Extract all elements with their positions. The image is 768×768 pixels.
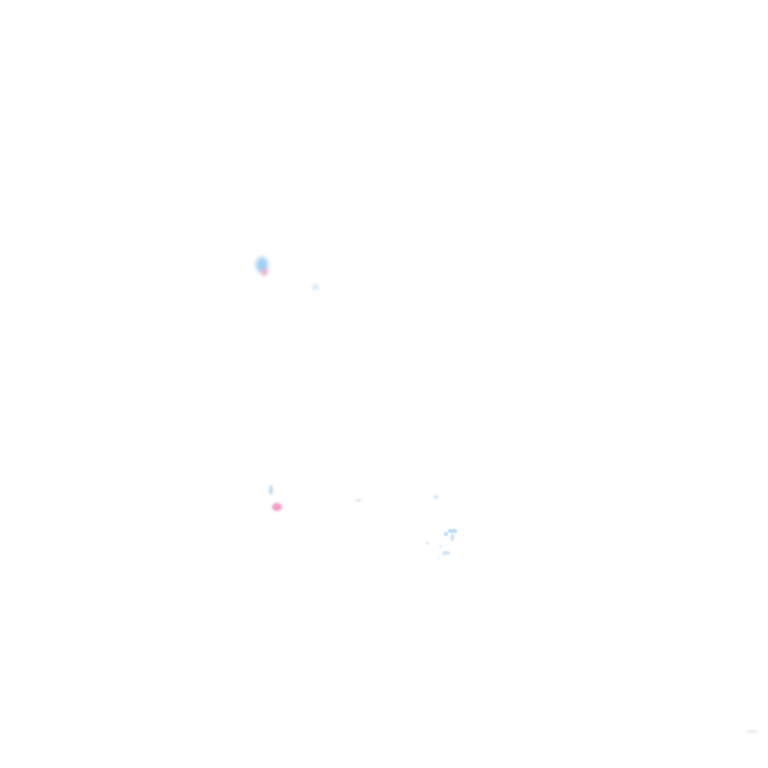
blue-square-speck-paint-mark — [444, 532, 448, 536]
blue-dash-lower-paint-mark — [442, 551, 450, 555]
blue-speck-upper-paint-mark — [434, 495, 438, 499]
blue-speck-mid-paint-mark — [439, 545, 442, 548]
blue-speck-bottom-paint-mark — [437, 557, 440, 560]
blue-speck-left-paint-mark — [426, 542, 429, 545]
blue-tick-vertical-paint-mark — [451, 534, 454, 541]
blue-tick-upper-paint-mark — [269, 485, 273, 495]
gray-dash-corner-paint-mark — [747, 730, 757, 733]
pink-lobe-main-paint-mark — [261, 268, 268, 276]
gray-smudge-paint-mark — [355, 499, 362, 502]
faint-blue-dot-paint-mark — [312, 284, 319, 290]
blue-blob-main-paint-mark — [256, 257, 268, 273]
blue-dash-horizontal-paint-mark — [448, 529, 457, 533]
magenta-blob-paint-mark — [272, 503, 282, 511]
